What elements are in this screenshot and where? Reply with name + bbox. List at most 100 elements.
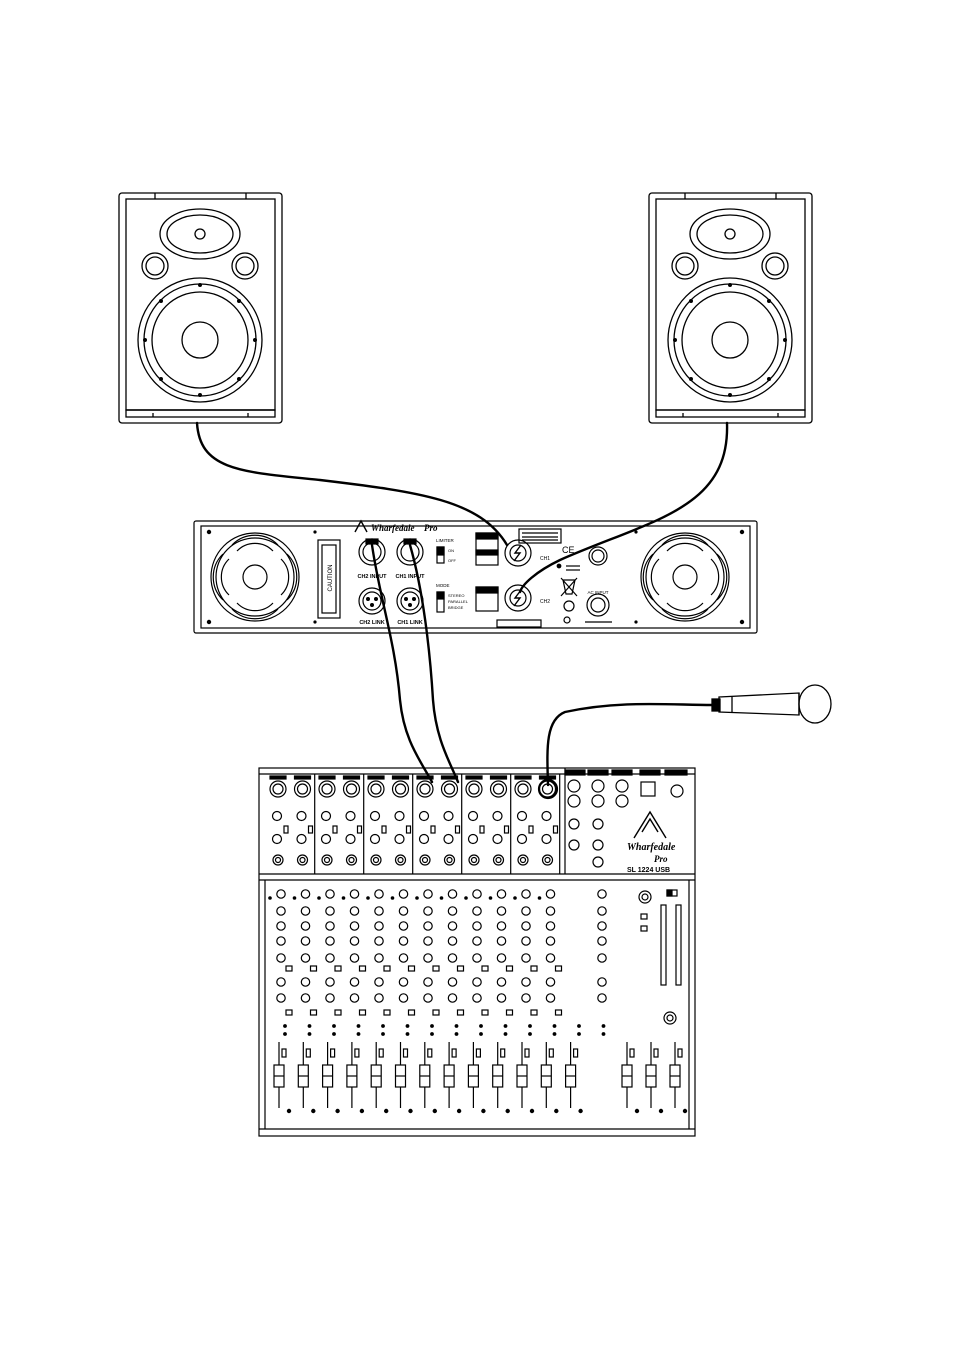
eq-knob[interactable] xyxy=(496,953,507,963)
mute-button[interactable] xyxy=(427,1048,433,1058)
eq-knob[interactable] xyxy=(423,993,433,1003)
channel-fader[interactable] xyxy=(273,1042,292,1114)
gain-knob[interactable] xyxy=(370,854,382,866)
channel-button[interactable] xyxy=(432,965,440,972)
xlr-input-jack[interactable] xyxy=(416,780,434,798)
channel-fader[interactable] xyxy=(419,1042,437,1114)
gain-knob[interactable] xyxy=(492,854,505,866)
channel-fader[interactable] xyxy=(346,1042,365,1114)
eq-knob[interactable] xyxy=(496,977,507,987)
eq-knob[interactable] xyxy=(545,906,556,916)
insert-jack[interactable] xyxy=(541,833,552,845)
channel-fader[interactable] xyxy=(394,1042,413,1114)
eq-knob[interactable] xyxy=(374,977,384,987)
xlr-input-jack[interactable] xyxy=(293,780,312,798)
channel-button[interactable] xyxy=(530,1009,538,1016)
ch1-input-xlr[interactable] xyxy=(396,538,424,566)
pad-switch[interactable] xyxy=(430,825,436,834)
mute-button[interactable] xyxy=(281,1048,287,1058)
eq-knob[interactable] xyxy=(472,993,482,1003)
usb-port[interactable] xyxy=(640,781,656,797)
xlr-input-jack[interactable] xyxy=(489,780,508,798)
eq-knob[interactable] xyxy=(276,993,286,1003)
eq-knob[interactable] xyxy=(472,921,482,931)
eq-knob[interactable] xyxy=(597,889,607,899)
line-input-jack[interactable] xyxy=(516,810,528,822)
eq-knob[interactable] xyxy=(521,936,531,946)
eq-knob[interactable] xyxy=(398,993,409,1003)
eq-knob[interactable] xyxy=(349,936,360,946)
gain-knob[interactable] xyxy=(517,854,529,866)
insert-jack[interactable] xyxy=(516,833,528,845)
channel-button[interactable] xyxy=(481,965,489,972)
eq-knob[interactable] xyxy=(423,889,433,899)
insert-jack[interactable] xyxy=(568,818,580,830)
xlr-input-jack[interactable] xyxy=(391,780,410,798)
ch1-link-xlr[interactable] xyxy=(396,587,424,615)
line-input-jack[interactable] xyxy=(467,810,479,822)
channel-button[interactable] xyxy=(554,965,563,972)
gain-knob[interactable] xyxy=(468,854,480,866)
aux-return-jack[interactable] xyxy=(567,794,581,808)
eq-knob[interactable] xyxy=(447,993,458,1003)
eq-knob[interactable] xyxy=(521,921,531,931)
eq-knob[interactable] xyxy=(496,889,507,899)
eq-knob[interactable] xyxy=(447,953,458,963)
eq-knob[interactable] xyxy=(325,889,335,899)
insert-jack[interactable] xyxy=(592,818,604,830)
eq-knob[interactable] xyxy=(545,921,556,931)
eq-knob[interactable] xyxy=(447,906,458,916)
eq-knob[interactable] xyxy=(276,977,286,987)
eq-knob[interactable] xyxy=(325,993,335,1003)
eq-knob[interactable] xyxy=(374,936,384,946)
channel-fader[interactable] xyxy=(443,1042,462,1114)
channel-button[interactable] xyxy=(383,1009,391,1016)
pad-switch[interactable] xyxy=(332,825,338,834)
channel-button[interactable] xyxy=(309,1009,318,1016)
channel-button[interactable] xyxy=(358,965,367,972)
mute-button[interactable] xyxy=(629,1048,635,1058)
insert-jack[interactable] xyxy=(492,833,503,845)
line-input-jack[interactable] xyxy=(369,810,381,822)
eq-knob[interactable] xyxy=(276,936,286,946)
mute-button[interactable] xyxy=(653,1048,659,1058)
eq-knob[interactable] xyxy=(325,936,335,946)
channel-button[interactable] xyxy=(481,1009,489,1016)
channel-fader[interactable] xyxy=(467,1042,486,1114)
insert-jack[interactable] xyxy=(418,833,430,845)
pad-switch[interactable] xyxy=(381,825,387,834)
main-out-jack[interactable] xyxy=(615,794,629,808)
insert-jack[interactable] xyxy=(568,839,580,851)
eq-knob[interactable] xyxy=(472,936,482,946)
eq-knob[interactable] xyxy=(398,936,409,946)
fuse-holder[interactable] xyxy=(588,546,608,566)
eq-knob[interactable] xyxy=(545,993,556,1003)
eq-knob[interactable] xyxy=(447,936,458,946)
eq-knob[interactable] xyxy=(325,977,335,987)
eq-knob[interactable] xyxy=(300,921,311,931)
eq-knob[interactable] xyxy=(597,936,607,946)
channel-fader[interactable] xyxy=(564,1042,583,1114)
insert-jack[interactable] xyxy=(296,833,307,845)
eq-knob[interactable] xyxy=(472,953,482,963)
ch1-speakon-output[interactable] xyxy=(504,539,532,567)
channel-button[interactable] xyxy=(530,965,538,972)
eq-knob[interactable] xyxy=(349,889,360,899)
mute-button[interactable] xyxy=(330,1048,336,1058)
eq-knob[interactable] xyxy=(423,906,433,916)
eq-knob[interactable] xyxy=(276,921,286,931)
gain-knob[interactable] xyxy=(443,854,456,866)
channel-fader[interactable] xyxy=(322,1042,340,1114)
channel-button[interactable] xyxy=(309,965,318,972)
eq-knob[interactable] xyxy=(521,953,531,963)
eq-knob[interactable] xyxy=(496,906,507,916)
channel-button[interactable] xyxy=(432,1009,440,1016)
eq-knob[interactable] xyxy=(374,906,384,916)
eq-knob[interactable] xyxy=(521,993,531,1003)
mute-button[interactable] xyxy=(451,1048,457,1058)
insert-jack[interactable] xyxy=(369,833,381,845)
mute-button[interactable] xyxy=(305,1048,311,1058)
eq-knob[interactable] xyxy=(545,953,556,963)
ch2-input-xlr[interactable] xyxy=(358,538,386,566)
line-input-jack[interactable] xyxy=(443,810,454,822)
